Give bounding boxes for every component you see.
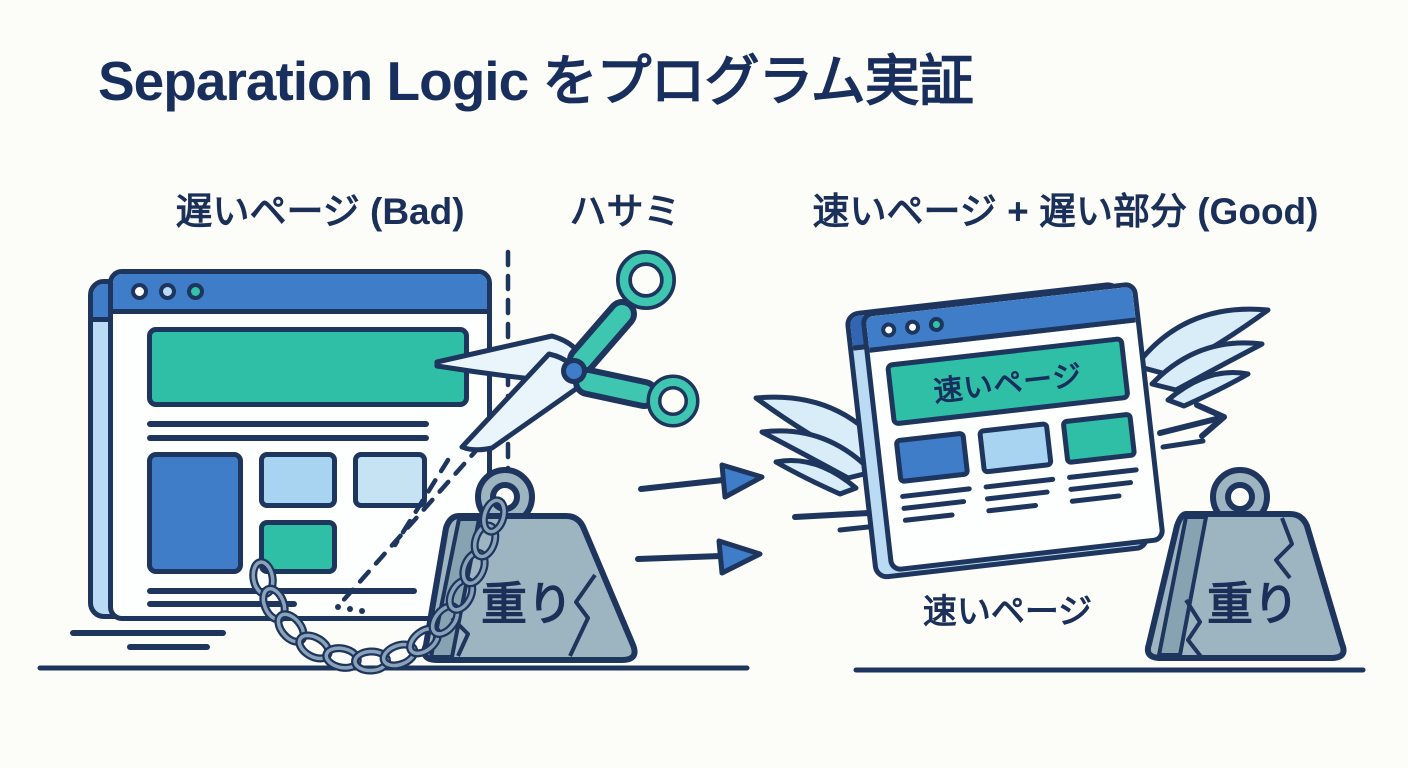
content-line (899, 486, 972, 500)
fast-window-block-grid (893, 411, 1142, 524)
content-line (1069, 493, 1122, 505)
label-fast-page: 速いページ + 遅い部分 (Good) (812, 191, 1319, 232)
content-line (983, 476, 1056, 490)
slow-window-titlebar (113, 274, 487, 314)
arrow-right-icon (635, 538, 763, 576)
content-line (1066, 467, 1139, 481)
paleblue-block (353, 452, 427, 508)
ground-line (37, 665, 1366, 673)
content-line (147, 435, 429, 441)
label-scissors: ハサミ (569, 191, 681, 232)
fast-page-banner-text: 速いページ (932, 359, 1085, 409)
small-arrow-right-icon (1157, 402, 1227, 450)
teal-block (259, 520, 337, 574)
arrow-right-icon (638, 462, 765, 500)
column (977, 420, 1058, 514)
content-line (147, 421, 429, 427)
slow-window-hero-block (147, 327, 469, 407)
content-line (902, 512, 955, 524)
middle-column (259, 452, 337, 574)
column (893, 430, 975, 524)
weight-right-label: 重り (1207, 578, 1299, 630)
content-line (1068, 479, 1134, 493)
lightblue-block (259, 452, 337, 508)
weight-left-label: 重り (481, 578, 573, 630)
fast-page-window-group: 速いページ (843, 280, 1166, 581)
window-control-dot-white-icon (904, 318, 921, 336)
wing-right-icon (1133, 306, 1271, 409)
label-slow-page: 遅いページ (Bad) (175, 191, 465, 232)
window-control-dot-lightblue-icon (159, 283, 176, 300)
content-line (986, 502, 1039, 514)
blue-block (893, 430, 971, 485)
window-control-dot-white-icon (131, 283, 148, 300)
content-line (147, 588, 417, 594)
content-line (147, 601, 297, 607)
lightblue-block (977, 420, 1054, 475)
fast-page-window: 速いページ (860, 281, 1166, 573)
window-control-dot-teal-icon (928, 316, 945, 333)
slow-window-block-grid (147, 452, 487, 574)
fast-page-caption: 速いページ (922, 593, 1093, 631)
fast-page-banner: 速いページ (884, 335, 1131, 427)
column (1060, 411, 1141, 505)
content-line (901, 498, 967, 512)
teal-block (1060, 411, 1138, 466)
window-control-dot-teal-icon (187, 283, 204, 300)
page-title: Separation Logic をプログラム実証 (98, 50, 974, 112)
content-line (984, 489, 1050, 502)
slow-page-window (108, 269, 492, 621)
window-control-dot-white-icon (880, 321, 898, 339)
blue-block (147, 452, 243, 574)
